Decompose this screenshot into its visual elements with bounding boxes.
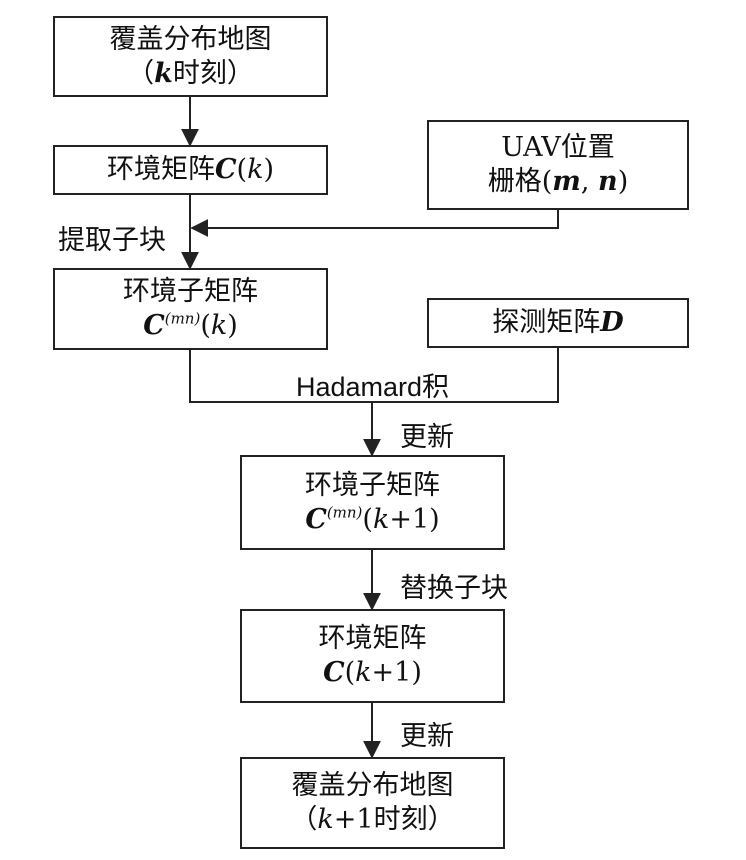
- submatrix-formula: C(mn)(k): [143, 309, 238, 342]
- label-hadamard-product: Hadamard积: [296, 372, 450, 402]
- label-update-2: 更新: [400, 721, 454, 752]
- submatrix-updated-title: 环境子矩阵: [305, 469, 440, 501]
- coverage-map-title: 覆盖分布地图: [109, 23, 272, 55]
- submatrix-title: 环境子矩阵: [123, 276, 258, 308]
- coverage-map-updated-time: （k+1时刻）: [290, 804, 455, 835]
- environment-matrix-label: 环境矩阵C(k): [107, 154, 274, 186]
- connector-uav-to-extract: [190, 210, 559, 237]
- label-extract-subblock: 提取子块: [58, 225, 166, 256]
- env-matrix-updated-title: 环境矩阵: [318, 623, 427, 655]
- label-replace-subblock: 替换子块: [400, 573, 508, 604]
- uav-position-box: UAV位置 栅格(m, n): [427, 120, 689, 210]
- environment-submatrix-box-k: 环境子矩阵 C(mn)(k): [53, 268, 328, 350]
- environment-matrix-box: 环境矩阵C(k): [53, 145, 328, 195]
- coverage-map-updated-title: 覆盖分布地图: [291, 770, 454, 802]
- env-matrix-updated-formula: C(k+1): [323, 657, 422, 688]
- coverage-map-time: （k时刻）: [127, 57, 254, 89]
- coverage-map-box-k: 覆盖分布地图 （k时刻）: [53, 16, 328, 97]
- label-update-1: 更新: [400, 422, 454, 453]
- detection-matrix-box: 探测矩阵D: [427, 298, 689, 348]
- uav-position-title: UAV位置: [501, 132, 615, 164]
- environment-matrix-box-k1: 环境矩阵 C(k+1): [240, 609, 505, 703]
- coverage-map-box-k1: 覆盖分布地图 （k+1时刻）: [240, 757, 505, 849]
- submatrix-updated-formula: C(mn)(k+1): [305, 503, 440, 535]
- detection-matrix-label: 探测矩阵D: [492, 307, 624, 339]
- uav-grid-label: 栅格(m, n): [487, 166, 629, 197]
- connector-hadamard-join: [189, 348, 559, 403]
- environment-submatrix-box-k1: 环境子矩阵 C(mn)(k+1): [240, 455, 505, 550]
